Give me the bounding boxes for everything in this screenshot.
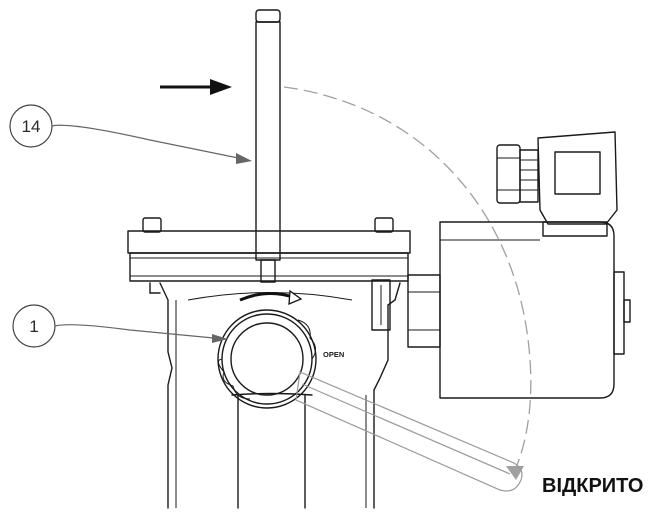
lever-swing-arc	[283, 86, 532, 471]
valve-body	[149, 282, 401, 509]
open-marking: OPEN	[323, 350, 344, 359]
solenoid-coil	[439, 221, 631, 399]
arc-arrowhead	[506, 466, 524, 480]
callout-1: 1	[12, 304, 228, 348]
vertical-lever	[255, 9, 281, 283]
callout-14-number: 14	[22, 117, 41, 136]
rotation-arrow	[239, 289, 303, 306]
callout-14-leader	[51, 124, 249, 161]
side-bracket	[371, 274, 441, 348]
callout-1-number: 1	[29, 317, 38, 336]
callout-14: 14	[9, 104, 252, 164]
override-cap	[217, 309, 317, 409]
callout-1-leader	[54, 324, 225, 340]
top-flange	[127, 217, 411, 282]
state-label-open: ВІДКРИТО	[542, 475, 643, 497]
solenoid-connector	[496, 131, 618, 237]
lever-open-position	[295, 371, 523, 492]
push-direction-arrow	[160, 79, 232, 95]
